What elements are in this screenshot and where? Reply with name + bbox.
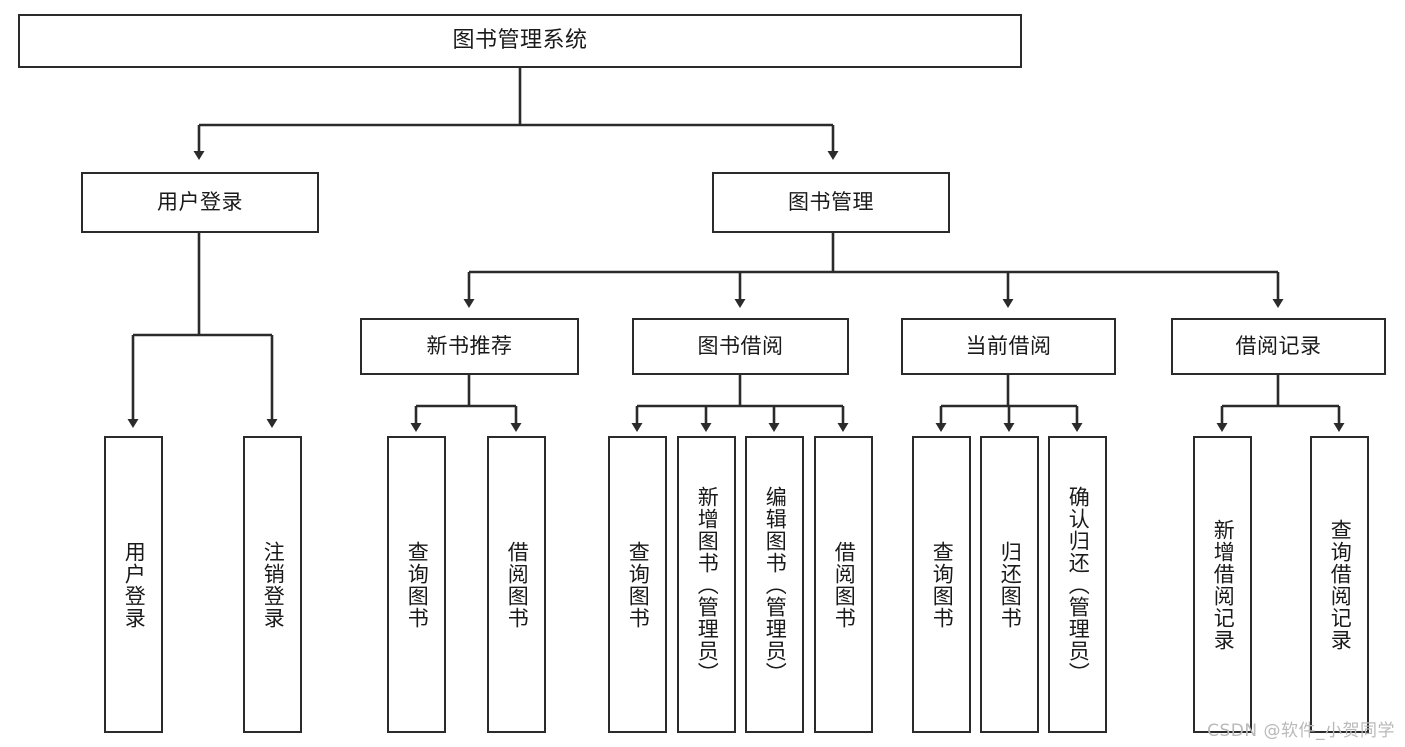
node-label: 用户登录: [157, 189, 243, 214]
leaf-borrow-record-add-record[interactable]: 新增借阅记录: [1193, 436, 1252, 733]
node-label: 查询借阅记录: [1328, 518, 1353, 651]
node-label: 图书管理系统: [452, 27, 588, 53]
node-label: 归还图书: [998, 540, 1023, 629]
node-label: 用户登录: [122, 540, 147, 629]
node-label: 新书推荐: [426, 333, 513, 358]
node-book-management[interactable]: 图书管理: [712, 172, 950, 233]
node-label: 图书管理: [788, 189, 874, 214]
leaf-current-borrow-confirm-return-admin[interactable]: 确认归还（管理员）: [1048, 436, 1107, 733]
node-label: 图书借阅: [697, 333, 784, 358]
csdn-watermark: CSDN @软件_小贺同学: [1207, 721, 1395, 741]
leaf-new-book-query-books[interactable]: 查询图书: [387, 436, 446, 733]
node-label: 编辑图书（管理员）: [763, 485, 788, 684]
leaf-book-borrow-edit-book-admin[interactable]: 编辑图书（管理员）: [745, 436, 804, 733]
node-label: 借阅记录: [1235, 333, 1322, 358]
node-label: 注销登录: [261, 540, 286, 629]
leaf-user-login-signin[interactable]: 用户登录: [104, 436, 163, 733]
leaf-borrow-record-query-record[interactable]: 查询借阅记录: [1310, 436, 1369, 733]
node-label: 新增图书（管理员）: [695, 485, 720, 684]
node-label: 借阅图书: [505, 540, 530, 629]
node-label: 确认归还（管理员）: [1066, 485, 1091, 684]
leaf-user-login-signout[interactable]: 注销登录: [243, 436, 302, 733]
leaf-book-borrow-add-book-admin[interactable]: 新增图书（管理员）: [677, 436, 736, 733]
node-borrow-records[interactable]: 借阅记录: [1171, 318, 1386, 375]
node-root-book-management-system[interactable]: 图书管理系统: [18, 14, 1022, 68]
node-label: 查询图书: [626, 540, 651, 629]
node-user-login[interactable]: 用户登录: [81, 172, 319, 233]
node-current-borrowing[interactable]: 当前借阅: [901, 318, 1116, 375]
leaf-current-borrow-query-books[interactable]: 查询图书: [912, 436, 971, 733]
node-book-borrowing[interactable]: 图书借阅: [632, 318, 849, 375]
node-label: 当前借阅: [965, 333, 1052, 358]
leaf-new-book-borrow-books[interactable]: 借阅图书: [487, 436, 546, 733]
node-label: 查询图书: [930, 540, 955, 629]
node-label: 查询图书: [405, 540, 430, 629]
leaf-book-borrow-borrow-books[interactable]: 借阅图书: [814, 436, 873, 733]
node-label: 借阅图书: [832, 540, 857, 629]
leaf-book-borrow-query-books[interactable]: 查询图书: [608, 436, 667, 733]
leaf-current-borrow-return-books[interactable]: 归还图书: [980, 436, 1039, 733]
node-new-book-recommendation[interactable]: 新书推荐: [360, 318, 579, 375]
node-label: 新增借阅记录: [1211, 518, 1236, 651]
